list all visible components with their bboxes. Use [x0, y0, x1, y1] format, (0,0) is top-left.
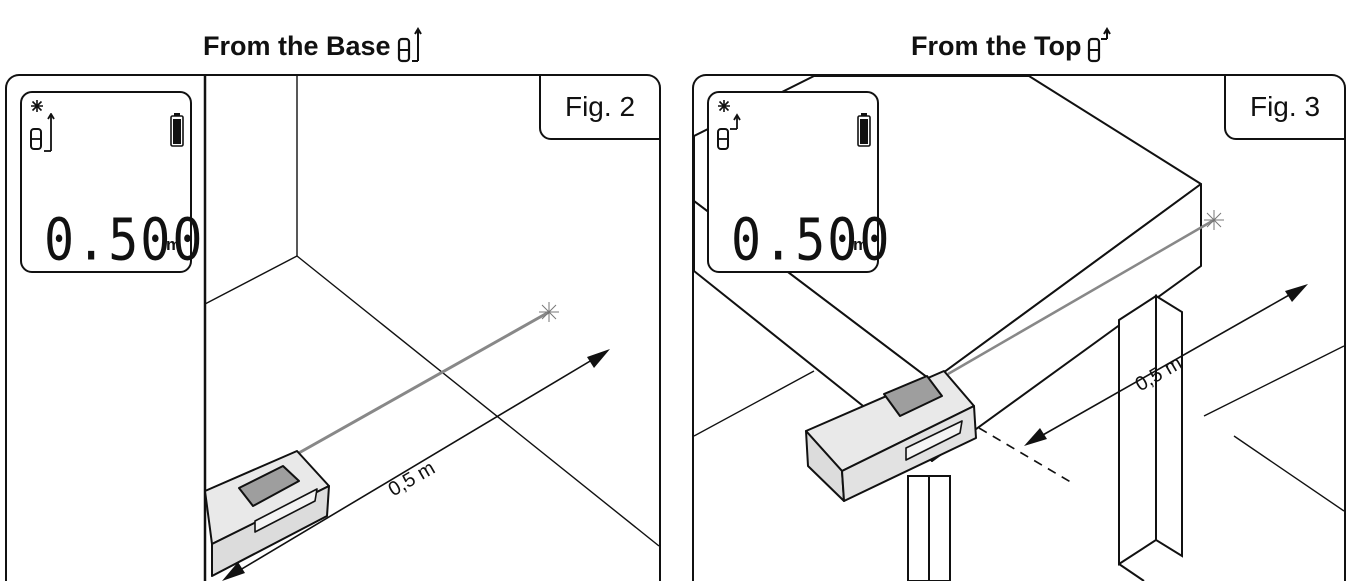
- reference-base-icon: [397, 27, 422, 63]
- figure-label: Fig. 3: [1224, 76, 1344, 140]
- reference-top-icon: [717, 113, 741, 150]
- reference-top-icon: [1088, 27, 1112, 63]
- battery-icon: [857, 113, 871, 147]
- heading-from-top: From the Top: [911, 26, 1113, 66]
- lcd-display: 0.500 m: [707, 91, 890, 273]
- measurement-unit: m: [166, 235, 182, 254]
- figure-label: Fig. 2: [539, 76, 659, 140]
- rangefinder-device: [805, 370, 977, 502]
- heading-from-base: From the Base: [203, 26, 423, 66]
- laser-icon: [31, 100, 43, 112]
- heading-top-text: From the Top: [911, 30, 1082, 61]
- measurement-value: 0.500: [44, 206, 205, 274]
- reference-base-icon: [30, 113, 55, 152]
- laser-target-mark: [539, 302, 559, 322]
- laser-icon: [718, 100, 730, 112]
- lcd-display: 0.500 m: [20, 91, 203, 273]
- figure-2-panel: 0,5 m Fig. 2 0.500 m: [5, 74, 661, 581]
- rangefinder-device: [204, 450, 330, 577]
- heading-base-text: From the Base: [203, 30, 391, 61]
- room-corner-scene: [203, 76, 659, 581]
- laser-target-mark: [1204, 210, 1224, 230]
- battery-icon: [170, 113, 184, 147]
- figure-3-panel: 0,5 m Fig. 3 0.500 m: [692, 74, 1346, 581]
- measurement-value: 0.500: [731, 206, 892, 274]
- measurement-unit: m: [853, 235, 869, 254]
